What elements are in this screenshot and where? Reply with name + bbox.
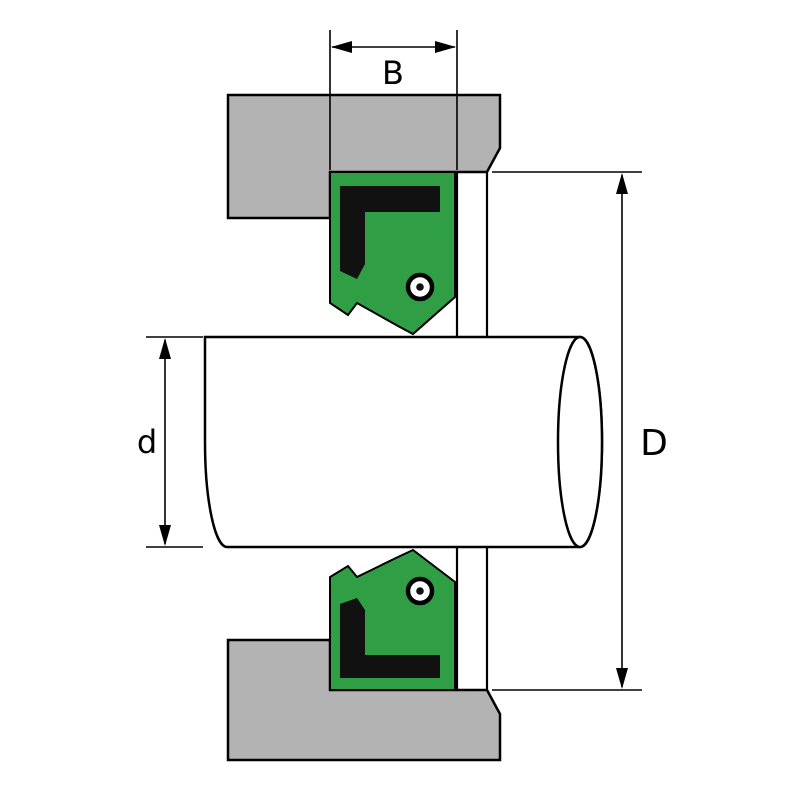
seal-upper [329,171,456,336]
dimension-d-arrow-down-icon [159,525,171,546]
dimension-D-arrow-up-icon [616,173,628,194]
seal-upper-case-insert [340,186,440,279]
dimension-d-arrow-up-icon [159,338,171,359]
dimension-D: D [492,171,668,691]
seal-lower-garter-spring-center [416,587,424,595]
dimension-D-label: D [640,423,668,464]
seal-upper-garter-spring-center [416,283,424,291]
dimension-d: d [137,336,203,548]
seal-lower [329,548,456,691]
shaft-end-face-ellipse [556,335,604,549]
seal-lower-case-insert [340,598,440,678]
shaft-body [203,335,604,549]
dimension-D-arrow-down-icon [616,668,628,689]
dimension-B-label: B [382,54,404,92]
dimension-B-arrow-left-icon [331,41,352,53]
dimension-B-arrow-right-icon [435,41,456,53]
dimension-d-label: d [137,423,157,461]
dimension-B: B [329,30,458,170]
